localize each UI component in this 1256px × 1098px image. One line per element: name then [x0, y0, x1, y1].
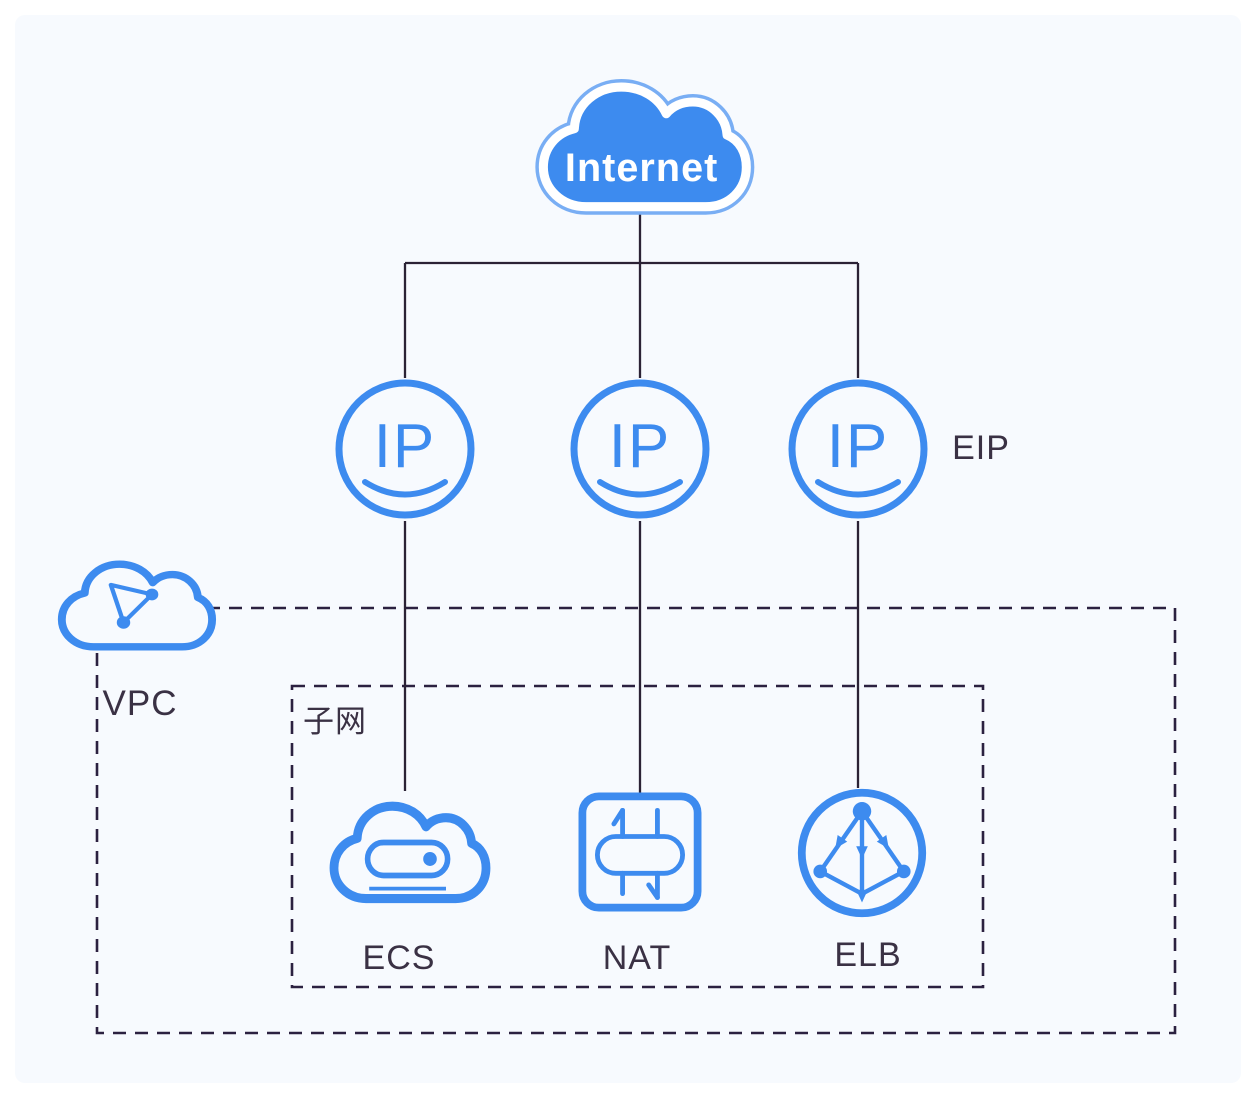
vpc-network-icon: [108, 582, 159, 629]
internet-label: Internet: [565, 146, 718, 190]
ip-label: IP: [609, 412, 672, 481]
ecs-icon: [329, 801, 491, 904]
vpc-cloud-icon: [57, 560, 217, 651]
nat-icon: [578, 792, 702, 912]
vpc-label: VPC: [102, 684, 178, 723]
ip-label: IP: [374, 412, 437, 481]
nat-label: NAT: [602, 939, 672, 977]
eip-badge-2: IP: [570, 379, 710, 519]
ip-label: IP: [827, 412, 890, 481]
internet-cloud-icon: Internet: [535, 79, 755, 215]
elb-label: ELB: [834, 936, 902, 974]
elb-icon: [797, 788, 927, 918]
subnet-boundary: [290, 684, 985, 989]
eip-badge-3: IP: [788, 379, 928, 519]
vpc-boundary: [95, 606, 1177, 1035]
eip-label: EIP: [952, 429, 1010, 467]
ecs-label: ECS: [362, 939, 436, 977]
connector-lines: [403, 210, 860, 793]
eip-badge-1: IP: [335, 379, 475, 519]
subnet-label: 子网: [303, 704, 367, 739]
